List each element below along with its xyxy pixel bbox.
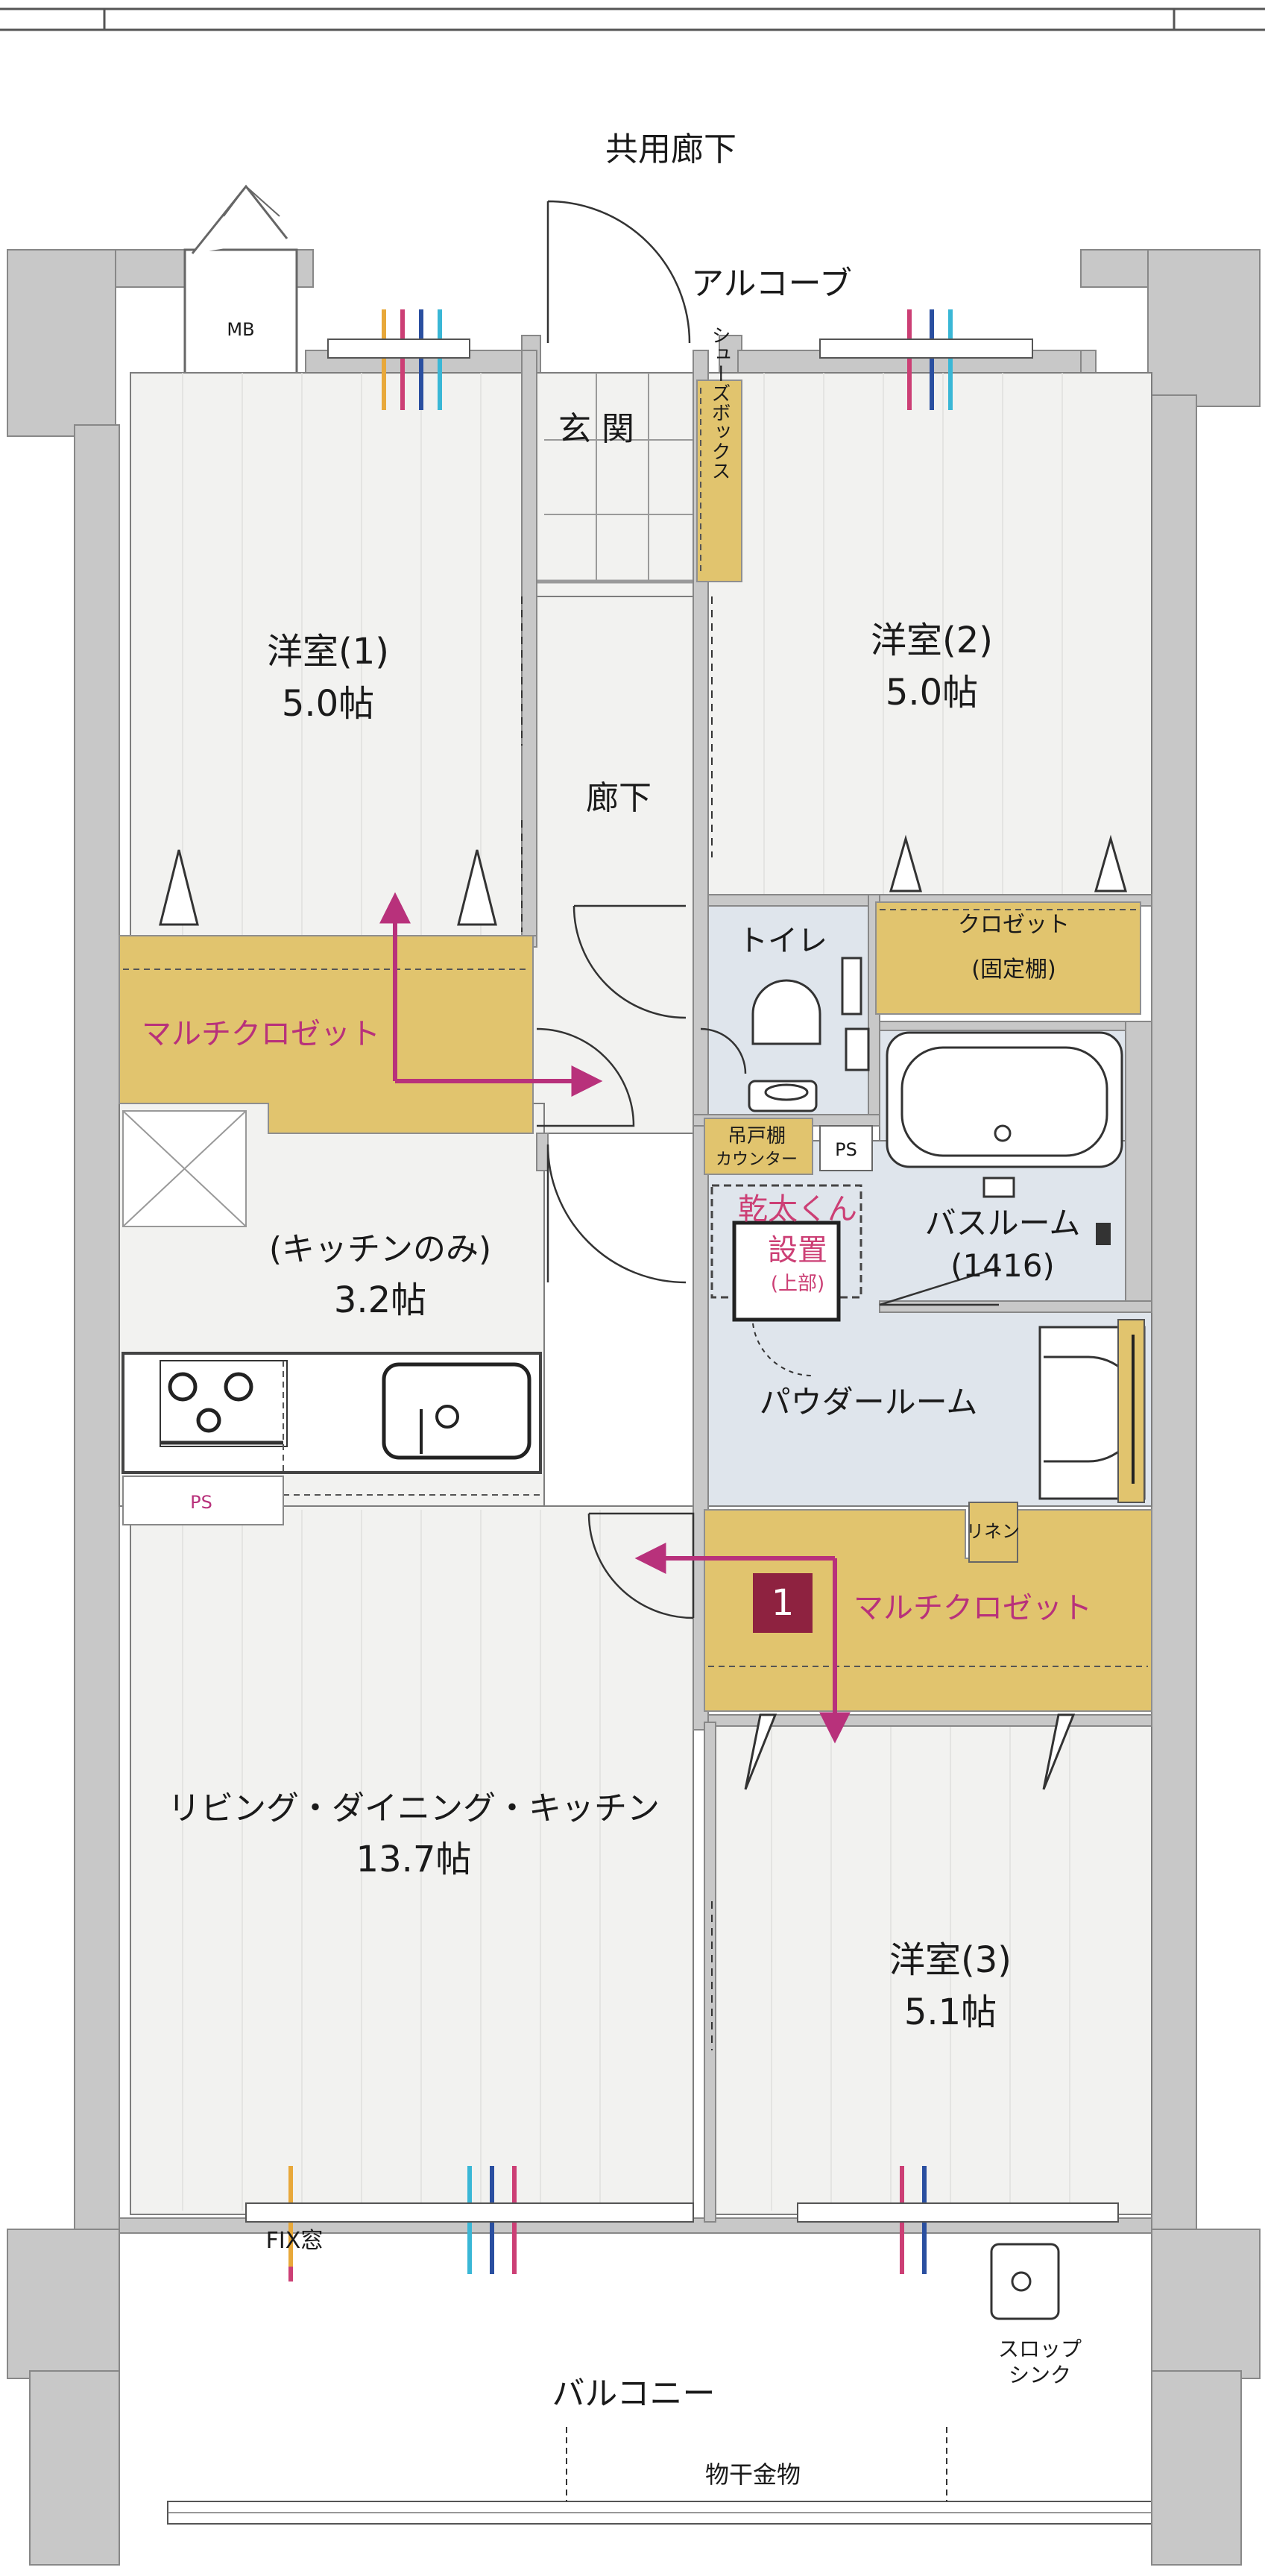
svg-text:1: 1: [772, 1582, 795, 1624]
label-multi-closet-2: マルチクロゼット: [854, 1591, 1092, 1625]
exterior-walls: [7, 249, 1261, 2379]
room-western1-floor: [130, 372, 523, 940]
label-western3-name: 洋室(3): [889, 1939, 1012, 1981]
shelf-lines: [123, 388, 1148, 1667]
label-western1-name: 洋室(1): [267, 631, 389, 673]
label-ldk-name: リビング・ダイニング・キッチン: [168, 1789, 660, 1827]
room-western2-floor: [707, 372, 1152, 899]
label-dryer-line1: 乾太くん: [738, 1192, 857, 1226]
label-entrance: 玄 関: [558, 410, 634, 448]
badge-1: 1: [753, 1573, 813, 1633]
svg-text:シューズボックス: シューズボックス: [708, 325, 731, 480]
ps-kitchen-label: PS: [190, 1492, 212, 1513]
label-western1-size: 5.0帖: [282, 683, 374, 725]
label-hanging-shelf-line2: カウンター: [716, 1150, 798, 1169]
label-kitchen-only: (キッチンのみ): [269, 1230, 491, 1268]
ldk-floor: [130, 1505, 694, 2215]
bathtub: [886, 1031, 1123, 1245]
label-toilet: トイレ: [738, 924, 827, 958]
floor-planks: [182, 373, 1070, 2211]
label-hanging-shelf-line1: 吊戸棚: [728, 1125, 786, 1147]
ldk-door: [587, 1512, 695, 1619]
label-slop-sink-2: シンク: [1009, 2363, 1071, 2387]
mb-label: MB: [227, 319, 254, 340]
label-powder-room: パウダールーム: [760, 1384, 978, 1420]
label-closet-line2: (固定棚): [971, 957, 1056, 983]
kitchen-door: [546, 1144, 687, 1284]
multi-closet-1: [119, 935, 534, 1134]
windows: [245, 338, 1119, 2223]
label-alcove: アルコーブ: [691, 265, 852, 303]
entrance-tiles: [537, 373, 693, 584]
linen-cabinet: [968, 1502, 1018, 1563]
hanger-triangles: [159, 834, 1127, 1790]
entrance-dashed: [521, 596, 713, 2050]
toilet-door: [700, 1027, 747, 1074]
ps-bath-box: [819, 1125, 873, 1171]
storage-areas: [119, 380, 1152, 1712]
balcony: [29, 2243, 1242, 2566]
hallway-door-upper: [572, 904, 687, 1019]
dryer: [710, 1184, 862, 1377]
vanity: [1038, 1319, 1146, 1503]
hallway-floor: [525, 596, 698, 1134]
toilet-fixture: [748, 957, 870, 1112]
label-multi-closet-1: マルチクロゼット: [142, 1017, 380, 1051]
label-fix-window: FIX窓: [266, 2228, 324, 2254]
closet-fixed-shelf: [875, 901, 1141, 1015]
label-western2-name: 洋室(2): [871, 620, 993, 661]
hanging-shelf-counter: [704, 1118, 813, 1175]
kitchen-counter: PS: [122, 1110, 542, 1525]
entrance-floor: [536, 372, 694, 597]
label-bathroom-size: (1416): [950, 1247, 1055, 1284]
powder-door: [879, 1266, 1000, 1306]
label-balcony: バルコニー: [552, 2375, 715, 2413]
circulation-arrows: [379, 892, 851, 1744]
shoe-box-label: シューズボックス: [708, 325, 731, 480]
shoe-box: [696, 380, 742, 582]
top-border: [0, 7, 1265, 31]
floors: [119, 372, 1152, 2215]
label-laundry-hanger: 物干金物: [705, 2460, 801, 2489]
label-hallway: 廊下: [586, 779, 652, 817]
interior-walls: [119, 350, 1152, 2223]
label-corridor: 共用廊下: [605, 130, 736, 169]
label-dryer-line3: (上部): [771, 1273, 824, 1295]
label-western2-size: 5.0帖: [886, 672, 978, 714]
label-slop-sink-1: スロップ: [998, 2337, 1082, 2361]
label-linen: リネン: [966, 1521, 1020, 1542]
doors: [536, 200, 1000, 1619]
label-bathroom-name: バスルーム: [925, 1205, 1081, 1241]
ps-bath-label: PS: [835, 1139, 857, 1160]
label-ldk-size: 13.7帖: [356, 1839, 472, 1880]
labels: 共用廊下 アルコーブ 洋室(1) 5.0帖 洋室(2) 5.0帖 玄 関 廊下 …: [142, 130, 1092, 2489]
label-closet-line1: クロゼット: [958, 912, 1070, 938]
label-western3-size: 5.1帖: [904, 1991, 997, 2033]
label-kitchen-size: 3.2帖: [334, 1279, 426, 1321]
label-dryer-line2: 設置: [768, 1233, 827, 1267]
closet-door-1: [536, 1027, 635, 1127]
entrance-door: [546, 200, 691, 344]
